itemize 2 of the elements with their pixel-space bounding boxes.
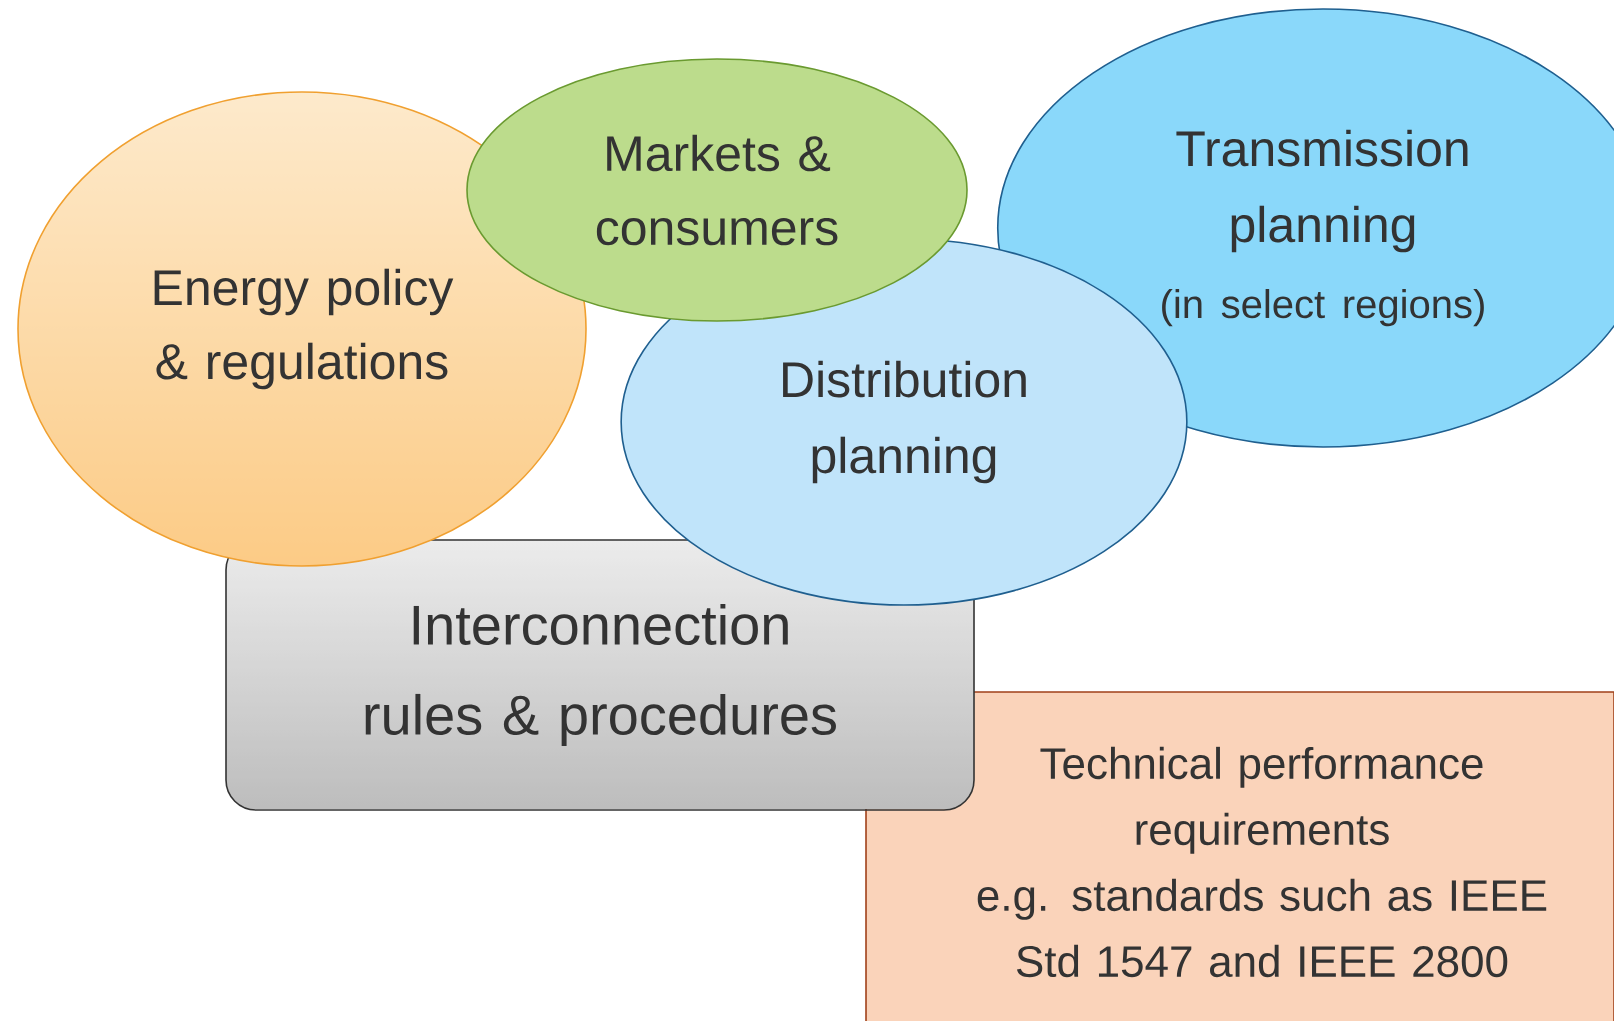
requirements-box: Technical performance requirements e.g. standards such as IEEE Std 1547 and IEEE 2800 <box>865 691 1614 1021</box>
rounded-box: Interconnection rules & procedures <box>225 539 975 811</box>
